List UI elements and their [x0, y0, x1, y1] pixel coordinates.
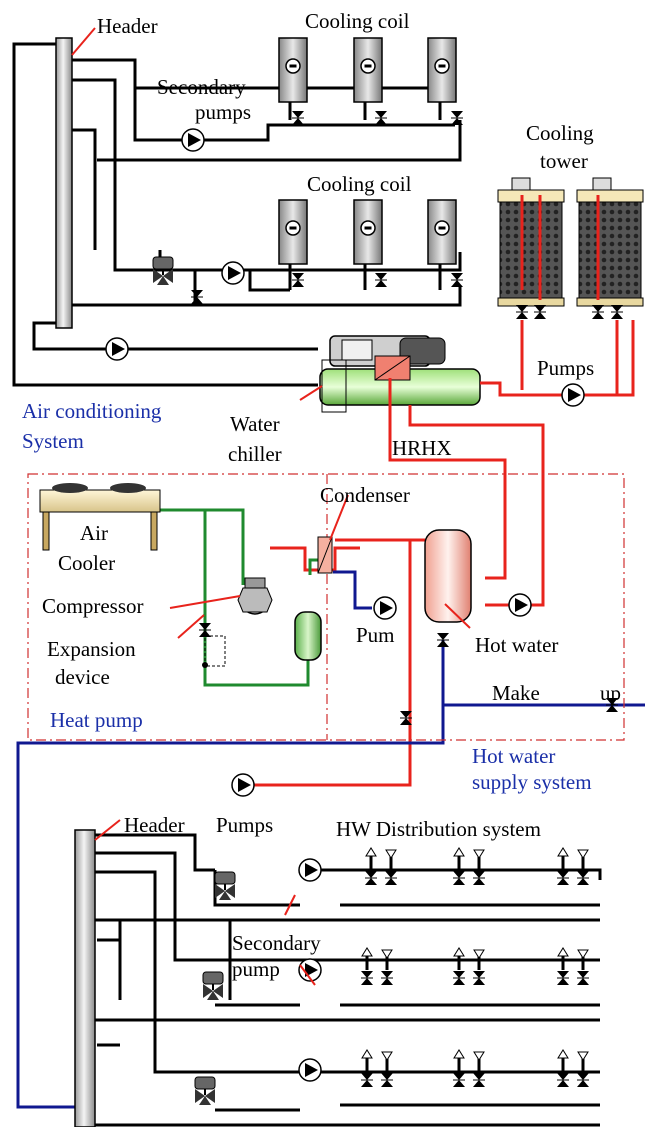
label-pumps-bottom: Pumps: [216, 813, 273, 837]
expansion-device: [198, 622, 226, 668]
label-secondary-pump-2: pump: [232, 957, 280, 981]
primary-pump: [105, 337, 129, 361]
label-cooler: Cooler: [58, 551, 115, 575]
header-top: [55, 37, 73, 329]
pointer-arrows: [71, 27, 471, 986]
pump-tower: [561, 383, 585, 407]
secondary-pump-3: [298, 1058, 322, 1082]
label-header-bottom: Header: [124, 813, 185, 837]
air-cooler: [39, 483, 161, 551]
pump-hp: [373, 596, 397, 620]
label-compressor: Compressor: [42, 594, 144, 618]
hot-water-tank: [424, 529, 472, 623]
label-pumps-right: Pumps: [537, 356, 594, 380]
control-valve-1: [214, 871, 236, 901]
label-hot-water-supply-2: supply system: [472, 770, 592, 794]
label-chiller: chiller: [228, 442, 282, 466]
label-cooling-tower-2: tower: [540, 149, 588, 173]
pump-hot-supply: [231, 773, 255, 797]
label-secondary-pumps-1: Secondary: [157, 75, 246, 99]
cooling-towers: [497, 177, 644, 320]
label-device: device: [55, 665, 110, 689]
control-valve-2: [202, 971, 224, 1001]
label-pum: Pum: [356, 623, 395, 647]
distribution-outlets: [361, 848, 589, 1087]
label-make: Make: [492, 681, 540, 705]
label-hot-water: Hot water: [475, 633, 558, 657]
control-valve-3: [194, 1076, 216, 1106]
label-secondary-pumps-2: pumps: [195, 100, 251, 124]
pump-row-2: [221, 261, 245, 285]
receiver-tank: [294, 611, 322, 661]
label-condenser: Condenser: [320, 483, 410, 507]
label-cooling-coil-2: Cooling coil: [307, 172, 412, 196]
hw-distribution-pipes: [80, 833, 602, 1127]
label-hw-distribution: HW Distribution system: [336, 817, 541, 841]
label-secondary-pump-1: Secondary: [232, 931, 321, 955]
hot-valve: [399, 710, 413, 726]
blue-pipes: [16, 570, 645, 1109]
water-chiller: [319, 335, 481, 413]
secondary-pump-1: [298, 858, 322, 882]
label-air: Air: [80, 521, 108, 545]
label-cooling-coil-1: Cooling coil: [305, 9, 410, 33]
label-hrhx: HRHX: [392, 436, 452, 460]
label-system: System: [22, 429, 84, 453]
heat-pump-boundary: [27, 473, 625, 741]
label-hot-water-supply-1: Hot water: [472, 744, 555, 768]
secondary-pump-top: [181, 128, 205, 152]
label-heat-pump: Heat pump: [50, 708, 143, 732]
label-water: Water: [230, 412, 280, 436]
label-air-conditioning: Air conditioning: [22, 399, 162, 423]
label-cooling-tower-1: Cooling: [526, 121, 594, 145]
condenser-hx: [317, 536, 333, 574]
pump-tank: [508, 593, 532, 617]
tank-valve: [436, 632, 450, 648]
label-header-top: Header: [97, 14, 158, 38]
header-bottom: [74, 829, 96, 1127]
label-expansion: Expansion: [47, 637, 136, 661]
compressor: [237, 577, 273, 615]
cooling-coils-row-2: [278, 199, 457, 265]
cooling-coils-row-1: [278, 37, 457, 103]
label-up: up: [600, 681, 621, 705]
